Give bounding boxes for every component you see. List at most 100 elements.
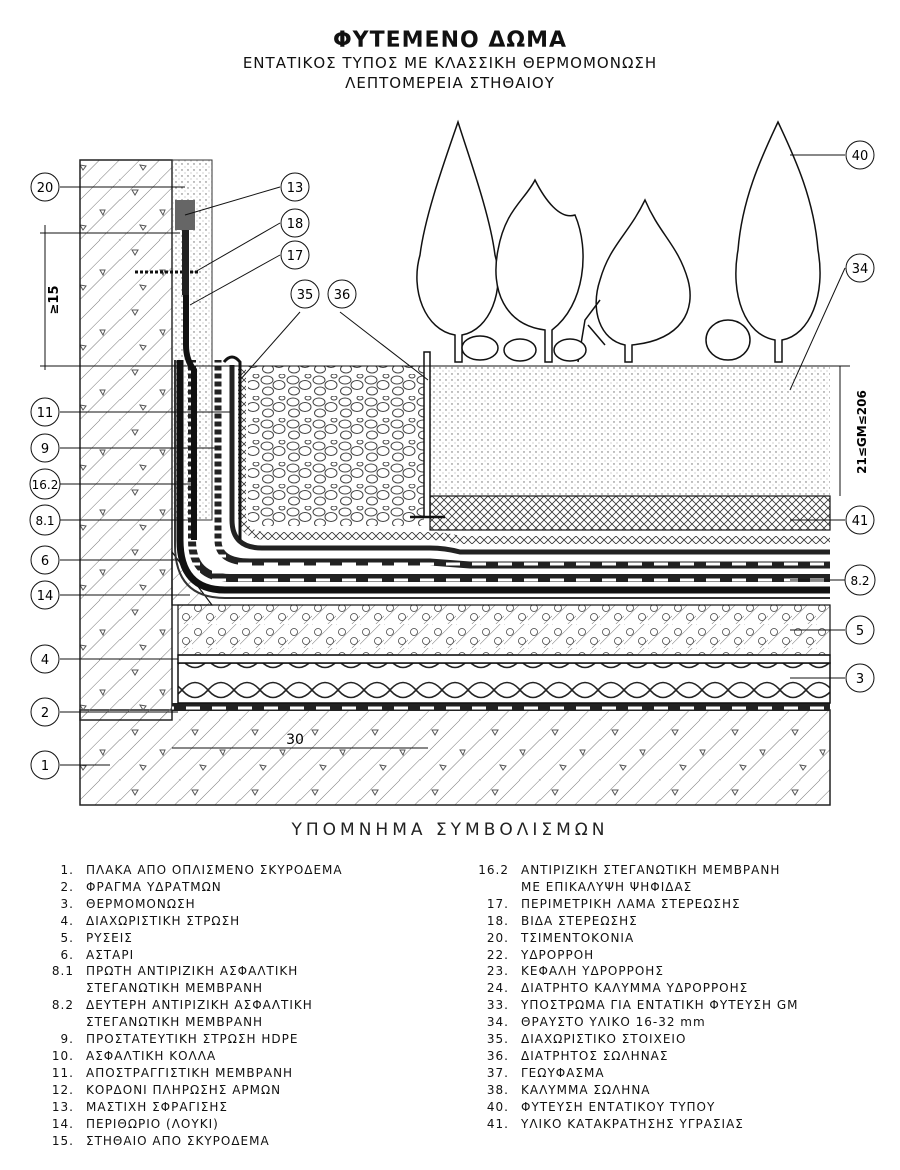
legend-item: 15.ΣΤΗΘΑΙΟ ΑΠΟ ΣΚΥΡΟΔΕΜΑ: [30, 1133, 450, 1150]
callout-16-2: 16.2: [29, 468, 61, 500]
callout-9: 9: [30, 433, 60, 463]
legend-item: 12. ΚΟΡΔΟΝΙ ΠΛΗΡΩΣΗΣ ΑΡΜΩΝ: [30, 1082, 450, 1099]
legend-item-text: ΠΕΡΙΘΩΡΙΟ (ΛΟΥΚΙ): [86, 1116, 219, 1131]
callout-20: 20: [30, 172, 60, 202]
svg-text:8.1: 8.1: [35, 514, 54, 528]
legend-item: 41. ΥΛΙΚΟ ΚΑΤΑΚΡΑΤΗΣΗΣ ΥΓΡΑΣΙΑΣ: [465, 1116, 885, 1133]
legend-item: 10.ΑΣΦΑΛΤΙΚΗ ΚΟΛΛΑ: [30, 1048, 450, 1065]
thermal-insulation: [177, 662, 831, 704]
legend-item-number: 33.: [486, 998, 509, 1013]
legend-heading: ΥΠΟΜΝΗΜΑ ΣΥΜΒΟΛΙΣΜΩΝ: [291, 820, 609, 840]
drainage-membrane: [229, 365, 830, 555]
drawing-title: ΦΥΤΕΜΕΝΟ ΔΩΜΑ: [332, 28, 567, 53]
separation-layer: [177, 654, 831, 664]
legend-item: 1.ΠΛΑΚΑ ΑΠΟ ΟΠΛΙΣΜΕΝΟ ΣΚΥΡΟΔΕΜΑ: [30, 862, 450, 879]
legend-item-number: 4.: [60, 913, 74, 928]
legend-item-text: ΘΡΑΥΣΤΟ ΥΛΙΚΟ 16-32 mm: [521, 1015, 706, 1030]
legend-item-number: 17.: [486, 896, 509, 911]
callout-11: 11: [30, 397, 60, 427]
legend-item-number: 38.: [486, 1082, 509, 1097]
callout-13: 13: [280, 172, 310, 202]
primer-line: [174, 360, 830, 599]
legend-item-text: ΚΑΛΥΜΜΑ ΣΩΛΗΝΑ: [521, 1082, 651, 1097]
legend-item: 23. ΚΕΦΑΛΗ ΥΔΡΟΡΡΟΗΣ: [465, 963, 885, 980]
svg-text:5: 5: [856, 624, 864, 639]
legend-item: 33. ΥΠΟΣΤΡΩΜΑ ΓΙΑ ΕΝΤΑΤΙΚΗ ΦΥΤΕΥΣΗ GM: [465, 997, 885, 1014]
legend-item-text: ΤΣΙΜΕΝΤΟΚΟΝΙΑ: [521, 930, 635, 945]
legend-item: 16.2 ΑΝΤΙΡΙΖΙΚΗ ΣΤΕΓΑΝΩΤΙΚΗ ΜΕΜΒΡΑΝΗ ΜΕ Ε…: [465, 862, 885, 896]
legend-item: 37.ΓΕΩΥΦΑΣΜΑ: [465, 1065, 885, 1082]
legend-item-text: ΥΠΟΣΤΡΩΜΑ ΓΙΑ ΕΝΤΑΤΙΚΗ ΦΥΤΕΥΣΗ GM: [521, 998, 799, 1013]
svg-text:6: 6: [41, 554, 49, 569]
legend-item-text: ΚΟΡΔΟΝΙ ΠΛΗΡΩΣΗΣ ΑΡΜΩΝ: [86, 1082, 282, 1097]
legend-item: 9.ΠΡΟΣΤΑΤΕΥΤΙΚΗ ΣΤΡΩΣΗ HDPE: [30, 1031, 450, 1048]
divider-element: [423, 351, 431, 518]
membrane-capsheet: [183, 200, 197, 540]
legend-item: 5.ΡΥΣΕΙΣ: [30, 930, 450, 947]
svg-text:1: 1: [41, 759, 49, 774]
legend-item: 3.ΘΕΡΜΟΜΟΝΩΣΗ: [30, 896, 450, 913]
legend-item: 20.ΤΣΙΜΕΝΤΟΚΟΝΙΑ: [465, 930, 885, 947]
moisture-retention: [429, 495, 831, 531]
geotextile: [238, 368, 830, 544]
section-drawing: ≥15 30 21≤GM≤206 20 13 18 17 35 36 11: [29, 119, 876, 806]
callout-36: 36: [327, 279, 357, 309]
legend-item-text: ΔΙΑΤΡΗΤΟΣ ΣΩΛΗΝΑΣ: [521, 1048, 669, 1063]
legend-item: 18.ΒΙΔΑ ΣΤΕΡΕΩΣΗΣ: [465, 913, 885, 930]
legend-right-column: 16.2 ΑΝΤΙΡΙΖΙΚΗ ΣΤΕΓΑΝΩΤΙΚΗ ΜΕΜΒΡΑΝΗ ΜΕ Ε…: [465, 862, 885, 1133]
svg-text:36: 36: [334, 288, 351, 303]
legend-item: 14.ΠΕΡΙΘΩΡΙΟ (ΛΟΥΚΙ): [30, 1116, 450, 1133]
dim-horizontal: 30: [286, 732, 304, 748]
gravel-fill: [248, 366, 424, 526]
svg-text:14: 14: [37, 589, 54, 604]
legend-item-number: 16.2: [478, 863, 509, 877]
legend-item-number: 9.: [60, 1032, 74, 1047]
callout-34: 34: [845, 253, 875, 283]
legend-item-text: ΦΥΤΕΥΣΗ ΕΝΤΑΤΙΚΟΥ ΤΥΠΟΥ: [521, 1099, 716, 1114]
concrete-slab: [79, 709, 831, 806]
svg-text:13: 13: [287, 181, 304, 196]
fixing-strip: [182, 205, 189, 295]
callout-5: 5: [845, 615, 875, 645]
legend-item-number: 12.: [51, 1082, 74, 1097]
legend-item-number: 18.: [486, 913, 509, 928]
legend-item: 2.ΦΡΑΓΜΑ ΥΔΡΑΤΜΩΝ: [30, 879, 450, 896]
legend-item-text: ΑΠΟΣΤΡΑΓΓΙΣΤΙΚΗ ΜΕΜΒΡΑΝΗ: [86, 1065, 294, 1080]
svg-text:16.2: 16.2: [32, 478, 59, 492]
growing-substrate: [430, 366, 830, 496]
legend-item-text: ΚΕΦΑΛΗ ΥΔΡΟΡΡΟΗΣ: [521, 964, 664, 979]
legend-item-number: 2.: [60, 879, 74, 894]
legend-item-text: ΠΛΑΚΑ ΑΠΟ ΟΠΛΙΣΜΕΝΟ ΣΚΥΡΟΔΕΜΑ: [86, 863, 343, 877]
legend-item-number: 23.: [486, 964, 509, 979]
legend-item-text: ΥΛΙΚΟ ΚΑΤΑΚΡΑΤΗΣΗΣ ΥΓΡΑΣΙΑΣ: [521, 1116, 744, 1131]
legend-item-text: ΑΝΤΙΡΙΖΙΚΗ ΣΤΕΓΑΝΩΤΙΚΗ ΜΕΜΒΡΑΝΗ ΜΕ ΕΠΙΚΑ…: [521, 863, 781, 894]
svg-text:2: 2: [41, 706, 49, 721]
legend-item-text: ΣΤΗΘΑΙΟ ΑΠΟ ΣΚΥΡΟΔΕΜΑ: [86, 1133, 270, 1148]
legend-item-text: ΑΣΤΑΡΙ: [86, 947, 135, 962]
legend-item-number: 8.2: [51, 998, 74, 1013]
svg-text:40: 40: [852, 149, 869, 164]
legend-item: 6. ΑΣΤΑΡΙ: [30, 947, 450, 964]
legend-item-text: ΔΙΑΧΩΡΙΣΤΙΚΟ ΣΤΟΙΧΕΙΟ: [521, 1032, 687, 1047]
callout-35: 35: [290, 279, 320, 309]
hdpe-cap: [222, 355, 242, 540]
legend-item: 34.ΘΡΑΥΣΤΟ ΥΛΙΚΟ 16-32 mm: [465, 1014, 885, 1031]
legend-item-text: ΥΔΡΟΡΡΟΗ: [521, 947, 595, 962]
legend-item-text: ΠΡΩΤΗ ΑΝΤΙΡΙΖΙΚΗ ΑΣΦΑΛΤΙΚΗ ΣΤΕΓΑΝΩΤΙΚΗ Μ…: [86, 964, 299, 996]
title-block: ΦΥΤΕΜΕΝΟ ΔΩΜΑ ΕΝΤΑΤΙΚΟΣ ΤΥΠΟΣ ΜΕ ΚΛΑΣΣΙΚ…: [0, 28, 900, 93]
svg-text:9: 9: [41, 442, 49, 457]
svg-text:34: 34: [852, 262, 869, 277]
legend-item-number: 41.: [486, 1116, 509, 1131]
svg-text:41: 41: [852, 514, 869, 529]
callout-17: 17: [280, 240, 310, 270]
callout-40: 40: [845, 140, 875, 170]
legend-item-text: ΔΕΥΤΕΡΗ ΑΝΤΙΡΙΖΙΚΗ ΑΣΦΑΛΤΙΚΗ ΣΤΕΓΑΝΩΤΙΚΗ…: [86, 998, 313, 1030]
callout-3: 3: [845, 663, 875, 693]
legend-item-number: 22.: [486, 947, 509, 962]
legend-item-number: 36.: [486, 1048, 509, 1063]
drawing-subtitle-detail: ΛΕΠΤΟΜΕΡΕΙΑ ΣΤΗΘΑΙΟΥ: [345, 74, 555, 92]
svg-text:35: 35: [297, 288, 314, 303]
legend-item-text: ΠΕΡΙΜΕΤΡΙΚΗ ΛΑΜΑ ΣΤΕΡΕΩΣΗΣ: [521, 896, 741, 911]
legend-item-number: 6.: [60, 947, 74, 962]
